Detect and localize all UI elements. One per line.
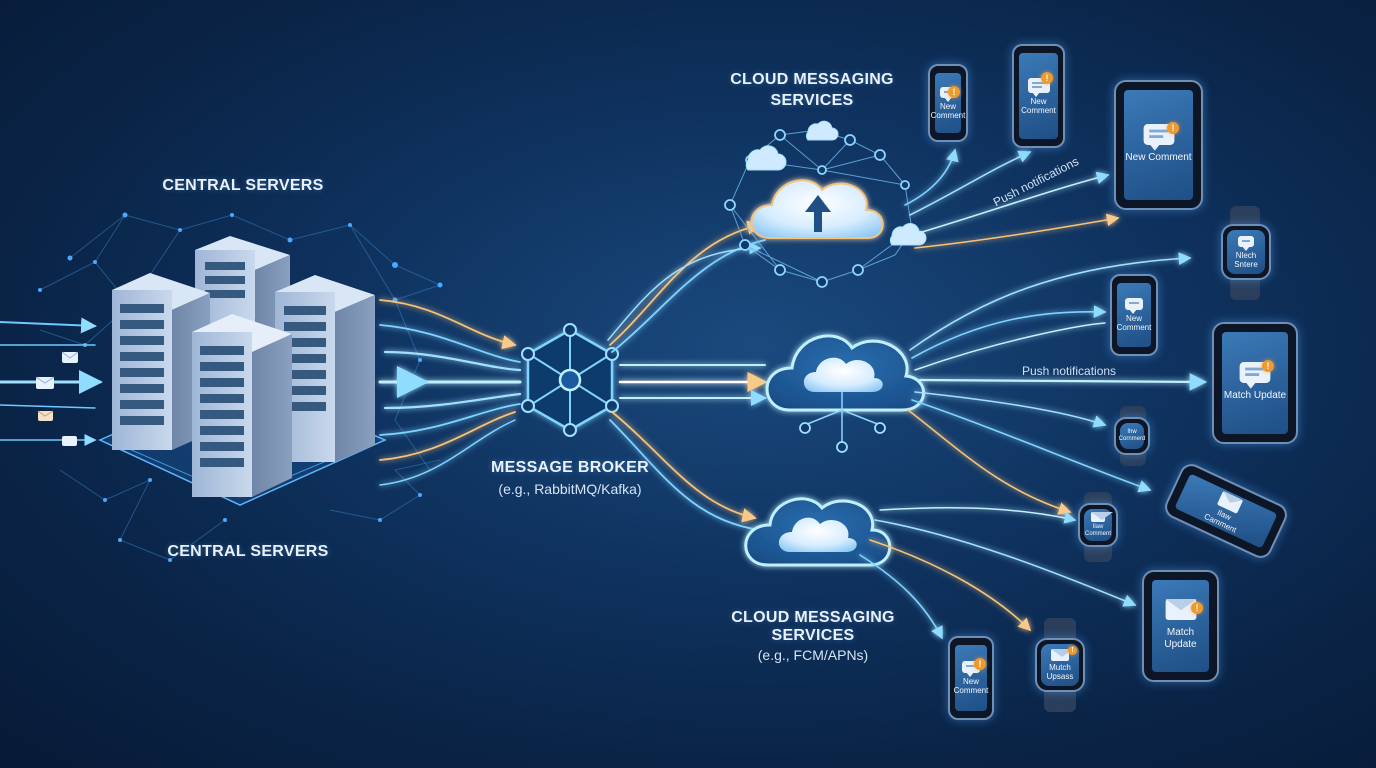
notification-text: Match Update <box>1164 626 1197 650</box>
push-notifications-label: Push notifications <box>1022 364 1117 378</box>
phone-screen: New Comment <box>953 645 989 711</box>
cloud-top <box>724 120 927 288</box>
phone-device: New Comment ! <box>1012 44 1065 148</box>
cloud-services-label-bottom-line1: CLOUD MESSAGING <box>731 609 895 626</box>
phone-device: New Comment ! <box>948 636 994 720</box>
envelope-icon <box>1051 649 1073 661</box>
tablet-screen: Match Update <box>1222 332 1288 434</box>
phone-device: New Comment ! <box>928 64 968 142</box>
envelope-icon <box>1091 512 1113 522</box>
notification-text: Comment <box>1084 531 1111 537</box>
tablet-screen: New Comment <box>1124 90 1193 200</box>
tablet-device: New Comment ! <box>1114 80 1203 210</box>
notification-text: Nlech <box>1235 250 1257 260</box>
cloud-bottom <box>744 497 892 567</box>
notification-text: Mutch <box>1049 663 1071 672</box>
central-servers-label-top: CENTRAL SERVERS <box>162 177 324 194</box>
alert-badge-icon: ! <box>974 658 986 670</box>
alert-badge-icon: ! <box>1041 72 1053 84</box>
alert-badge-icon: ! <box>1191 602 1203 614</box>
watch-device: Ihw Cornmerd <box>1114 417 1150 455</box>
notification-text: Comment <box>953 686 989 695</box>
notification-text: Comment <box>1021 105 1056 115</box>
chat-bubble-icon <box>1238 235 1254 251</box>
watch-screen: Ilaw Comment <box>1084 509 1113 541</box>
notification-text: Sntere <box>1234 259 1258 269</box>
phone-screen: New Comment <box>1117 283 1151 347</box>
server-cluster <box>98 236 387 506</box>
message-envelope-icons <box>35 351 79 446</box>
notification-text: Upsass <box>1046 672 1074 681</box>
cloud-services-label-bottom-line2: SERVICES <box>771 627 855 644</box>
alert-badge-icon: ! <box>948 86 960 98</box>
watch-device: Nlech Sntere <box>1221 224 1271 280</box>
alert-badge-icon: ! <box>1068 646 1077 655</box>
envelope-icon <box>1165 598 1196 620</box>
notification-text: New Comment <box>1125 151 1192 163</box>
alert-badge-icon: ! <box>1262 360 1274 372</box>
central-servers-label-bottom: CENTRAL SERVERS <box>167 543 329 560</box>
watch-screen: Nlech Sntere <box>1227 230 1265 274</box>
chat-bubble-icon <box>1143 123 1174 151</box>
notification-text: Cornmerd <box>1118 436 1146 442</box>
streams-clouds-to-devices <box>859 148 1208 640</box>
tablet-device: Match Update ! <box>1212 322 1298 444</box>
notification-text: Comment <box>930 110 966 120</box>
phone-device: New Comment <box>1110 274 1158 356</box>
phone-screen: New Comment <box>1019 53 1058 139</box>
message-broker-label: MESSAGE BROKER <box>491 459 649 476</box>
tablet-screen: Match Update <box>1152 580 1209 672</box>
notification-text: Comment <box>1116 323 1152 332</box>
cloud-middle <box>765 334 925 453</box>
tablet-device: Match Update ! <box>1142 570 1219 682</box>
cloud-services-example: (e.g., FCM/APNs) <box>757 647 869 663</box>
server-rack-front <box>192 314 292 497</box>
watch-screen: Ihw Cornmerd <box>1118 423 1146 449</box>
watch-screen: Mutch Upsass <box>1041 644 1079 686</box>
cloud-services-label-top-line2: SERVICES <box>770 92 854 109</box>
alert-badge-icon: ! <box>1167 122 1179 134</box>
cloud-services-label-top-line1: CLOUD MESSAGING <box>730 71 894 88</box>
notification-text: Ihw <box>1127 429 1137 435</box>
notification-text: Ilaw <box>1092 524 1104 530</box>
notification-text: Match Update <box>1223 389 1287 401</box>
notification-text: New <box>962 677 979 686</box>
notification-text: New <box>1125 314 1142 323</box>
notification-text: New <box>939 101 956 111</box>
phone-screen: New Comment <box>931 73 965 133</box>
message-broker-example: (e.g., RabbitMQ/Kafka) <box>498 481 642 497</box>
message-broker-node <box>521 323 619 437</box>
chat-bubble-icon <box>1125 298 1143 314</box>
streams-servers-to-broker <box>378 299 522 486</box>
watch-device: Mutch Upsass ! <box>1035 638 1085 692</box>
notification-text: New <box>1030 96 1047 106</box>
watch-device: Ilaw Comment <box>1078 503 1118 547</box>
